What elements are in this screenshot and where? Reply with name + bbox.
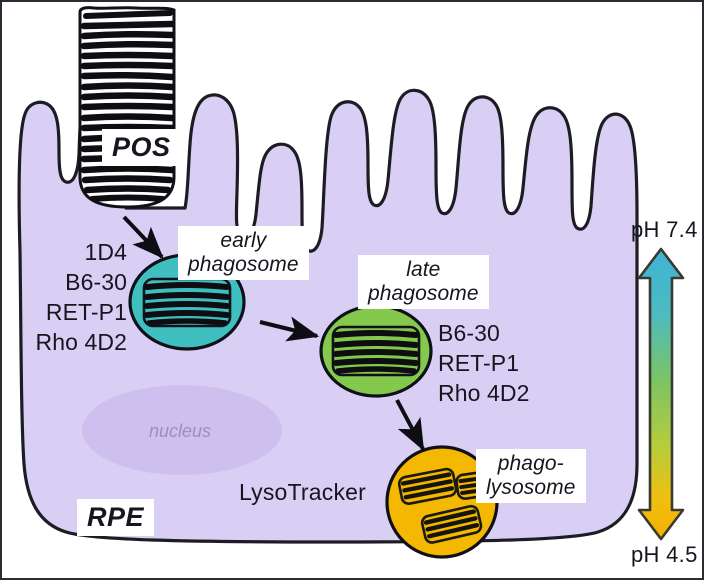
early-phagosome-label-line1: early [220,229,267,252]
arrow-early-to-late [259,316,320,342]
early-phagosome-label-line2: phagosome [188,252,299,276]
marker-ret-p1-early: RET-P1 [45,298,127,325]
early-phagosome-markers: 1D4 B6-30 RET-P1 Rho 4D2 [2,238,127,358]
early-phagosome-label: early phagosome [178,226,309,281]
late-phagosome-label-line1: late [406,258,441,281]
ph-bottom-label: pH 4.5 [631,542,698,567]
marker-rho-4d2-early: Rho 4D2 [35,328,127,355]
pos-structure [78,6,176,209]
nucleus-label: nucleus [149,421,212,441]
process-arrows [122,215,425,452]
ph-top-label: pH 7.4 [631,217,698,242]
pos-discs [80,10,174,202]
marker-rho-4d2-late: Rho 4D2 [438,379,530,406]
lysotracker-label: LysoTracker [239,479,367,505]
phagolysosome-label: phago- lysosome [476,449,586,504]
nucleus-shape [82,385,282,475]
marker-b6-30-late: B6-30 [438,320,500,346]
marker-ret-p1-late: RET-P1 [438,349,520,376]
marker-1d4: 1D4 [84,239,127,265]
late-phagosome-label-line2: phagosome [368,281,479,305]
late-phagosome-label: late phagosome [358,255,489,310]
late-phagosome-shape [319,304,433,398]
phagolysosome-label-line2: lysosome [486,475,576,499]
arrow-late-to-lyso [395,399,425,452]
phagolysosome-shape [385,445,499,559]
arrow-pos-to-early [122,215,164,259]
marker-b6-30-early: B6-30 [65,268,127,295]
late-phagosome-markers: B6-30 RET-P1 Rho 4D2 [438,319,529,409]
pos-label: POS [102,129,181,167]
rpe-label: RPE [77,499,155,537]
phagolysosome-label-line1: phago- [497,452,564,475]
ph-gradient-arrow [637,247,685,541]
